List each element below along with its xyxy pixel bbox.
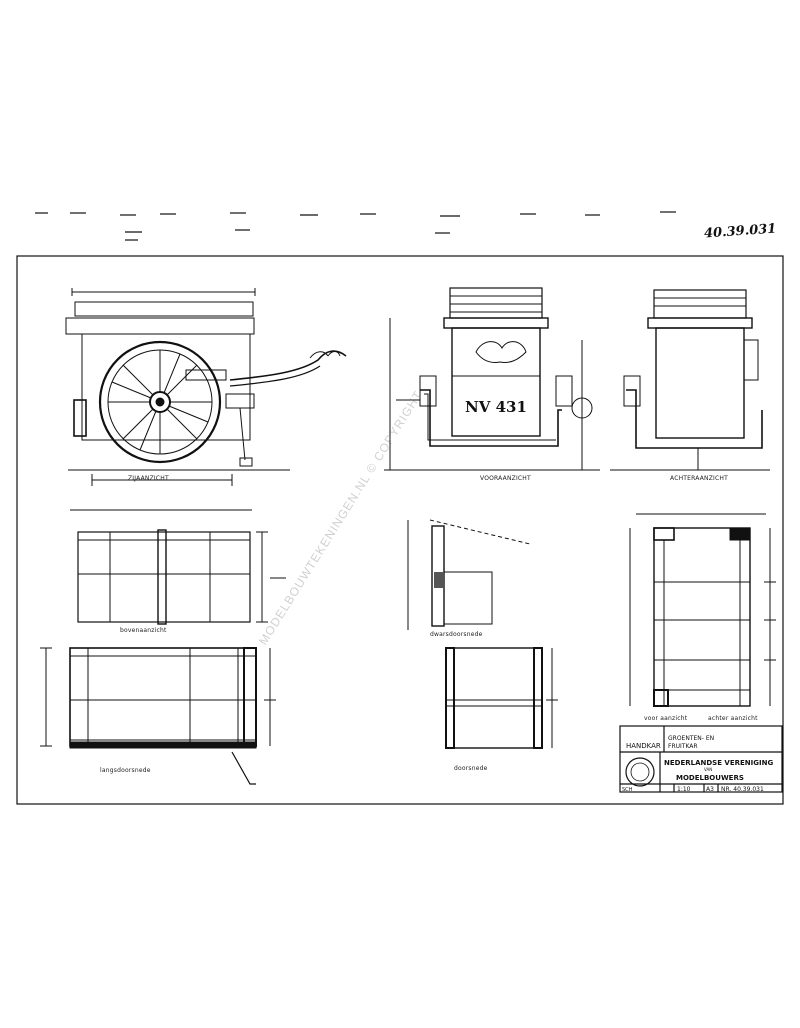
scale-value: 1:10 — [677, 786, 691, 793]
association-emblem — [625, 757, 655, 787]
long-section-view — [40, 647, 276, 785]
top-plan-view — [70, 509, 286, 625]
sheet-number: NR. 40.39.031 — [721, 786, 764, 793]
label-long-section: langsdoorsnede — [100, 767, 151, 774]
label-side-view: ZIJAANZICHT — [128, 475, 169, 482]
title-line-3: FRUITKAR — [668, 743, 698, 750]
title-block — [619, 725, 783, 793]
label-top-view: bovenaanzicht — [120, 627, 167, 634]
label-front-panel: voor aanzicht — [644, 715, 688, 722]
top-marks — [35, 211, 676, 241]
panel-view — [629, 513, 776, 707]
front-view: NV 431 — [384, 287, 600, 471]
section-view — [445, 647, 558, 749]
org-line-1: NEDERLANDSE VERENIGING — [664, 759, 773, 767]
side-view — [65, 288, 347, 486]
label-rear-view: ACHTERAANZICHT — [670, 475, 728, 482]
label-section: doorsnede — [454, 765, 488, 772]
rear-view — [610, 289, 770, 471]
label-front-view: VOORAANZICHT — [480, 475, 531, 482]
cart-plate: NV 431 — [465, 398, 527, 416]
cross-section-view — [407, 519, 531, 630]
scale-label: SCH — [622, 787, 633, 793]
title-line-1: HANDKAR — [626, 742, 661, 750]
org-line-2: MODELBOUWERS — [676, 774, 744, 782]
label-cross-section: dwarsdoorsnede — [430, 631, 483, 638]
paper-size: A3 — [706, 786, 714, 793]
sheet-border — [16, 255, 784, 805]
label-rear-panel: achter aanzicht — [708, 715, 758, 722]
org-join: VAN — [704, 767, 712, 772]
title-line-2: GROENTEN- EN — [668, 735, 714, 742]
